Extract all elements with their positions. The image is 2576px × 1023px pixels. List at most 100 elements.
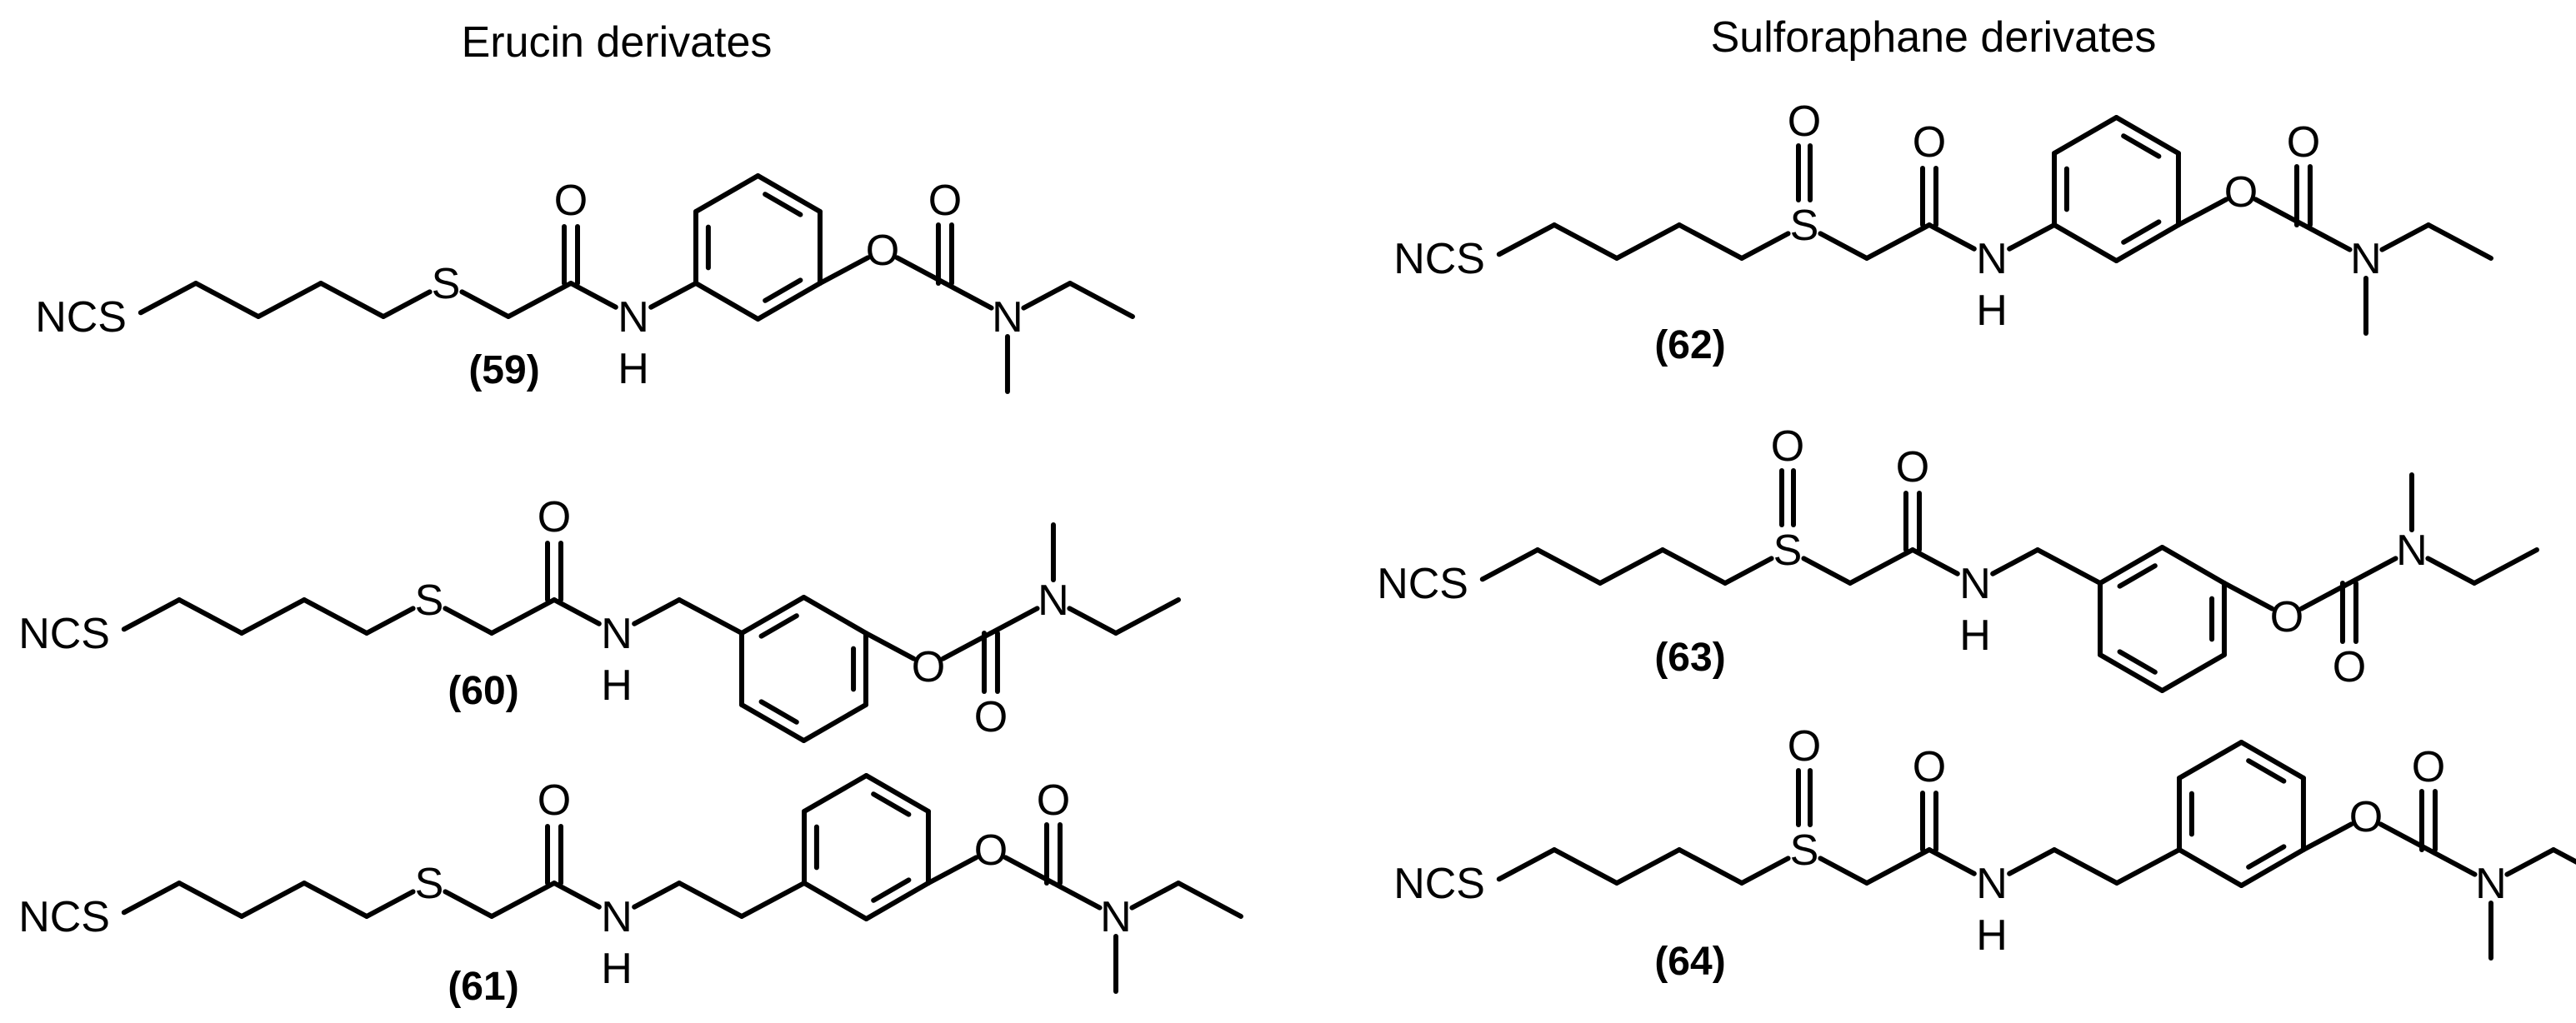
ch2-carbonyl-bond [1848,547,1915,586]
amide-nitrogen: N [1959,560,1991,608]
ester-oxygen: O [912,643,945,691]
linker-bond [632,881,682,910]
chain-bond [239,597,307,636]
ring-bond [863,881,931,921]
compound-label: (61) [448,965,518,1009]
ring-inner-bond [2121,133,2162,159]
ring-bond [739,702,807,743]
amide-nitrogen: N [618,293,649,342]
aryl-ether-bond [817,255,871,286]
ring-inner-bond [2121,219,2162,245]
sch2-bond [1818,231,1869,261]
ring-bond [2159,652,2227,693]
n-ethyl-bond [1129,881,1181,911]
sulfur-atom: S [1773,526,1803,575]
chain-bond [1723,556,1774,586]
amide-nitrogen: N [1976,860,2008,908]
chain-bond [1535,547,1603,586]
chain-bond [1496,222,1557,257]
compound-label: (60) [448,669,518,713]
chain-bond [121,597,182,632]
linker-bond [1990,547,2040,576]
ring-bond [2098,545,2165,586]
chain-bond [302,597,369,636]
heading-sulforaphane: Sulforaphane derivates [1711,13,2157,62]
ethyl-bond [2425,222,2493,261]
sch2-bond [1801,556,1853,586]
n-ethyl-bond [1067,606,1118,636]
sch2-bond [1818,856,1869,886]
ring-bond [2238,740,2306,781]
ring-bond [863,773,931,814]
carbamate-n-bond [988,606,1040,636]
ring-bond [693,281,761,322]
sulfoxide-oxygen: O [1788,97,1821,146]
amide-bond [1927,222,1977,252]
compound-label: (62) [1654,323,1725,367]
chain-bond [1739,856,1791,886]
carbamate-nitrogen: N [2350,235,2382,283]
aryl-ether-bond [2175,197,2229,227]
amide-nitrogen: N [601,893,633,941]
amide-bond [1927,847,1977,876]
chain-bond [381,289,433,319]
chain-bond [1479,547,1540,582]
chain-bond [364,889,416,919]
compound-label: (64) [1654,940,1725,984]
ring-bond [755,173,823,214]
amide-hydrogen: H [1976,287,2008,335]
ch2-carbonyl-bond [506,281,573,319]
amide-oxygen: O [538,776,571,825]
n-ethyl-bond [2379,222,2431,252]
sulfur-atom: S [1790,202,1819,250]
amide-oxygen: O [538,493,571,541]
ester-oxygen: O [974,826,1008,875]
ring-inner-bond [758,699,799,725]
ring-inner-bond [2117,563,2158,589]
chain-bond [1660,547,1728,586]
ncs-group: NCS [1377,560,1468,608]
chain-bond [1739,231,1791,261]
ring-bond [2098,652,2165,693]
ring-bond [2113,222,2181,263]
ncs-group: NCS [18,610,110,658]
ethyl-bond [1113,597,1181,636]
chain-bond [177,597,244,636]
carbamate-nitrogen: N [2475,860,2507,908]
ester-oxygen: O [2270,593,2303,641]
carbamate-oxygen: O [974,693,1008,741]
amide-oxygen: O [1896,443,1929,492]
chain-bond [256,281,323,319]
ring-attach-bond [677,597,744,636]
sulfur-atom: S [415,860,444,908]
aryl-ether-bond [2300,821,2354,852]
ring-bond [2113,115,2181,156]
amide-hydrogen: H [1959,611,1991,660]
chain-bond [302,881,369,919]
ncs-group: NCS [18,893,110,941]
ring-inner-bond [871,877,912,903]
chain-bond [1598,547,1665,586]
ring-attach-bond [2007,222,2057,252]
chain-bond [1614,222,1682,261]
ring-inner-bond [763,192,803,217]
compound-label: (59) [468,348,539,392]
amide-bond [1910,547,1960,576]
ch2-carbonyl-bond [489,881,557,919]
ring-inner-bond [758,613,799,639]
amide-bond [552,597,602,626]
sulfoxide-oxygen: O [1771,422,1804,471]
chain-bond [1552,222,1619,261]
amide-oxygen: O [1913,743,1946,791]
ring-inner-bond [763,277,803,303]
chain-bond [1677,847,1744,886]
amide-oxygen: O [554,177,588,225]
ring-inner-bond [871,791,912,817]
sulfur-atom: S [432,260,461,308]
ethyl-bond [2550,847,2576,865]
sulfur-atom: S [415,576,444,625]
